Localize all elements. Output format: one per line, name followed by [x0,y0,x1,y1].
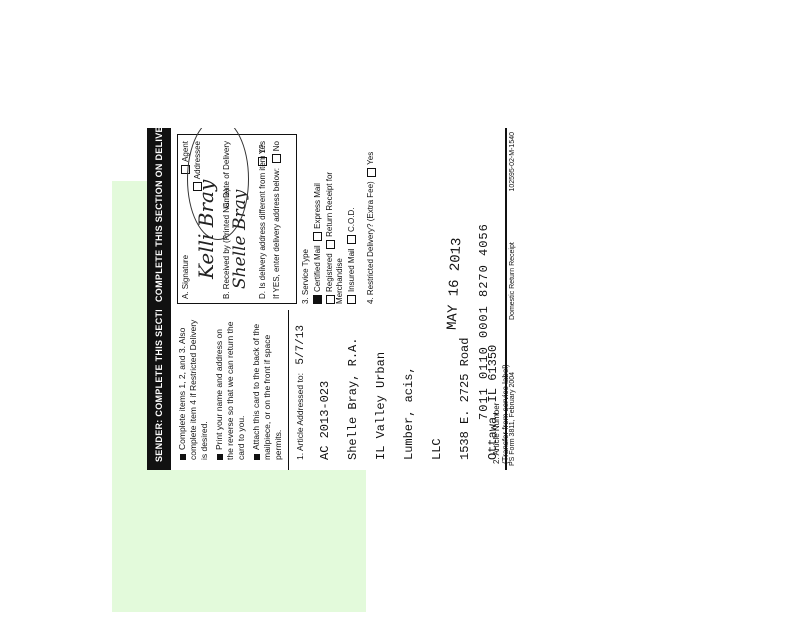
instruction-item: Print your name and address on the rever… [214,321,246,460]
service-type-label: 3. Service Type [301,249,310,304]
delivery-section: COMPLETE THIS SECTION ON DELIVERY A. Sig… [147,128,663,310]
address-line: AC 2013-023 [318,380,332,460]
checkbox-icon [347,234,357,244]
form-code: 102595-02-M-1540 [509,132,516,192]
delivery-address-question: D. Is delivery address different from it… [258,144,267,299]
bullet-icon [216,454,223,460]
checkbox-icon [325,239,335,249]
delivery-header: COMPLETE THIS SECTION ON DELIVERY [147,128,171,310]
checkbox-icon [366,167,376,177]
yes-checkbox[interactable]: Yes [258,141,268,167]
checkbox-icon [347,295,357,304]
if-yes-label: If YES, enter delivery address below: [272,167,281,299]
checkbox-icon [325,295,335,304]
article-number: 7011 0110 0001 8270 4056 [477,223,491,420]
checkbox-icon [272,154,282,164]
registered-option[interactable]: Registered Return Receipt for Merchandis… [325,171,344,304]
sender-section: SENDER: COMPLETE THIS SECTION Complete i… [147,310,663,470]
article-addressed-label: 1. Article Addressed to: 5/7/13 [288,310,311,470]
handwritten-date: 5/7/13 [295,325,307,365]
bullet-icon [253,454,260,460]
instruction-item: Attach this card to the back of the mail… [251,323,283,460]
form-footer: PS Form 3811, February 2004 Domestic Ret… [505,128,516,470]
bullet-icon [179,454,186,460]
checkbox-icon [313,295,323,304]
address-line: 1538 E. 2725 Road [458,337,472,460]
return-receipt-card: SENDER: COMPLETE THIS SECTION Complete i… [147,128,663,470]
receipt-label: Domestic Return Receipt [509,242,516,320]
insured-mail-option[interactable]: Insured Mail C.O.D. [347,134,357,304]
article-number-labels: 2. Article Number (Transfer from service… [492,364,510,464]
address-line: IL Valley Urban Lumber, acis, [374,351,416,460]
form-label: PS Form 3811, February 2004 [509,371,516,466]
restricted-delivery-row: 4. Restricted Delivery? (Extra Fee) Yes [366,151,376,304]
address-line: Shelle Bray, R.A. [346,337,360,460]
checkbox-icon [313,231,323,241]
sender-instructions: Complete items 1, 2, and 3. Also complet… [171,310,284,470]
instruction-item: Complete items 1, 2, and 3. Also complet… [177,319,209,460]
rotated-card-content: SENDER: COMPLETE THIS SECTION Complete i… [147,128,663,470]
signature-label: A. Signature [181,254,190,299]
certified-mail-option[interactable]: Certified Mail Express Mail [313,134,323,304]
checkbox-icon [258,157,268,167]
address-line: LLC [430,438,444,460]
sender-header: SENDER: COMPLETE THIS SECTION [147,310,171,470]
service-type-section: 3. Service Type Certified Mail Express M… [301,134,391,304]
no-checkbox[interactable]: No [272,141,282,164]
